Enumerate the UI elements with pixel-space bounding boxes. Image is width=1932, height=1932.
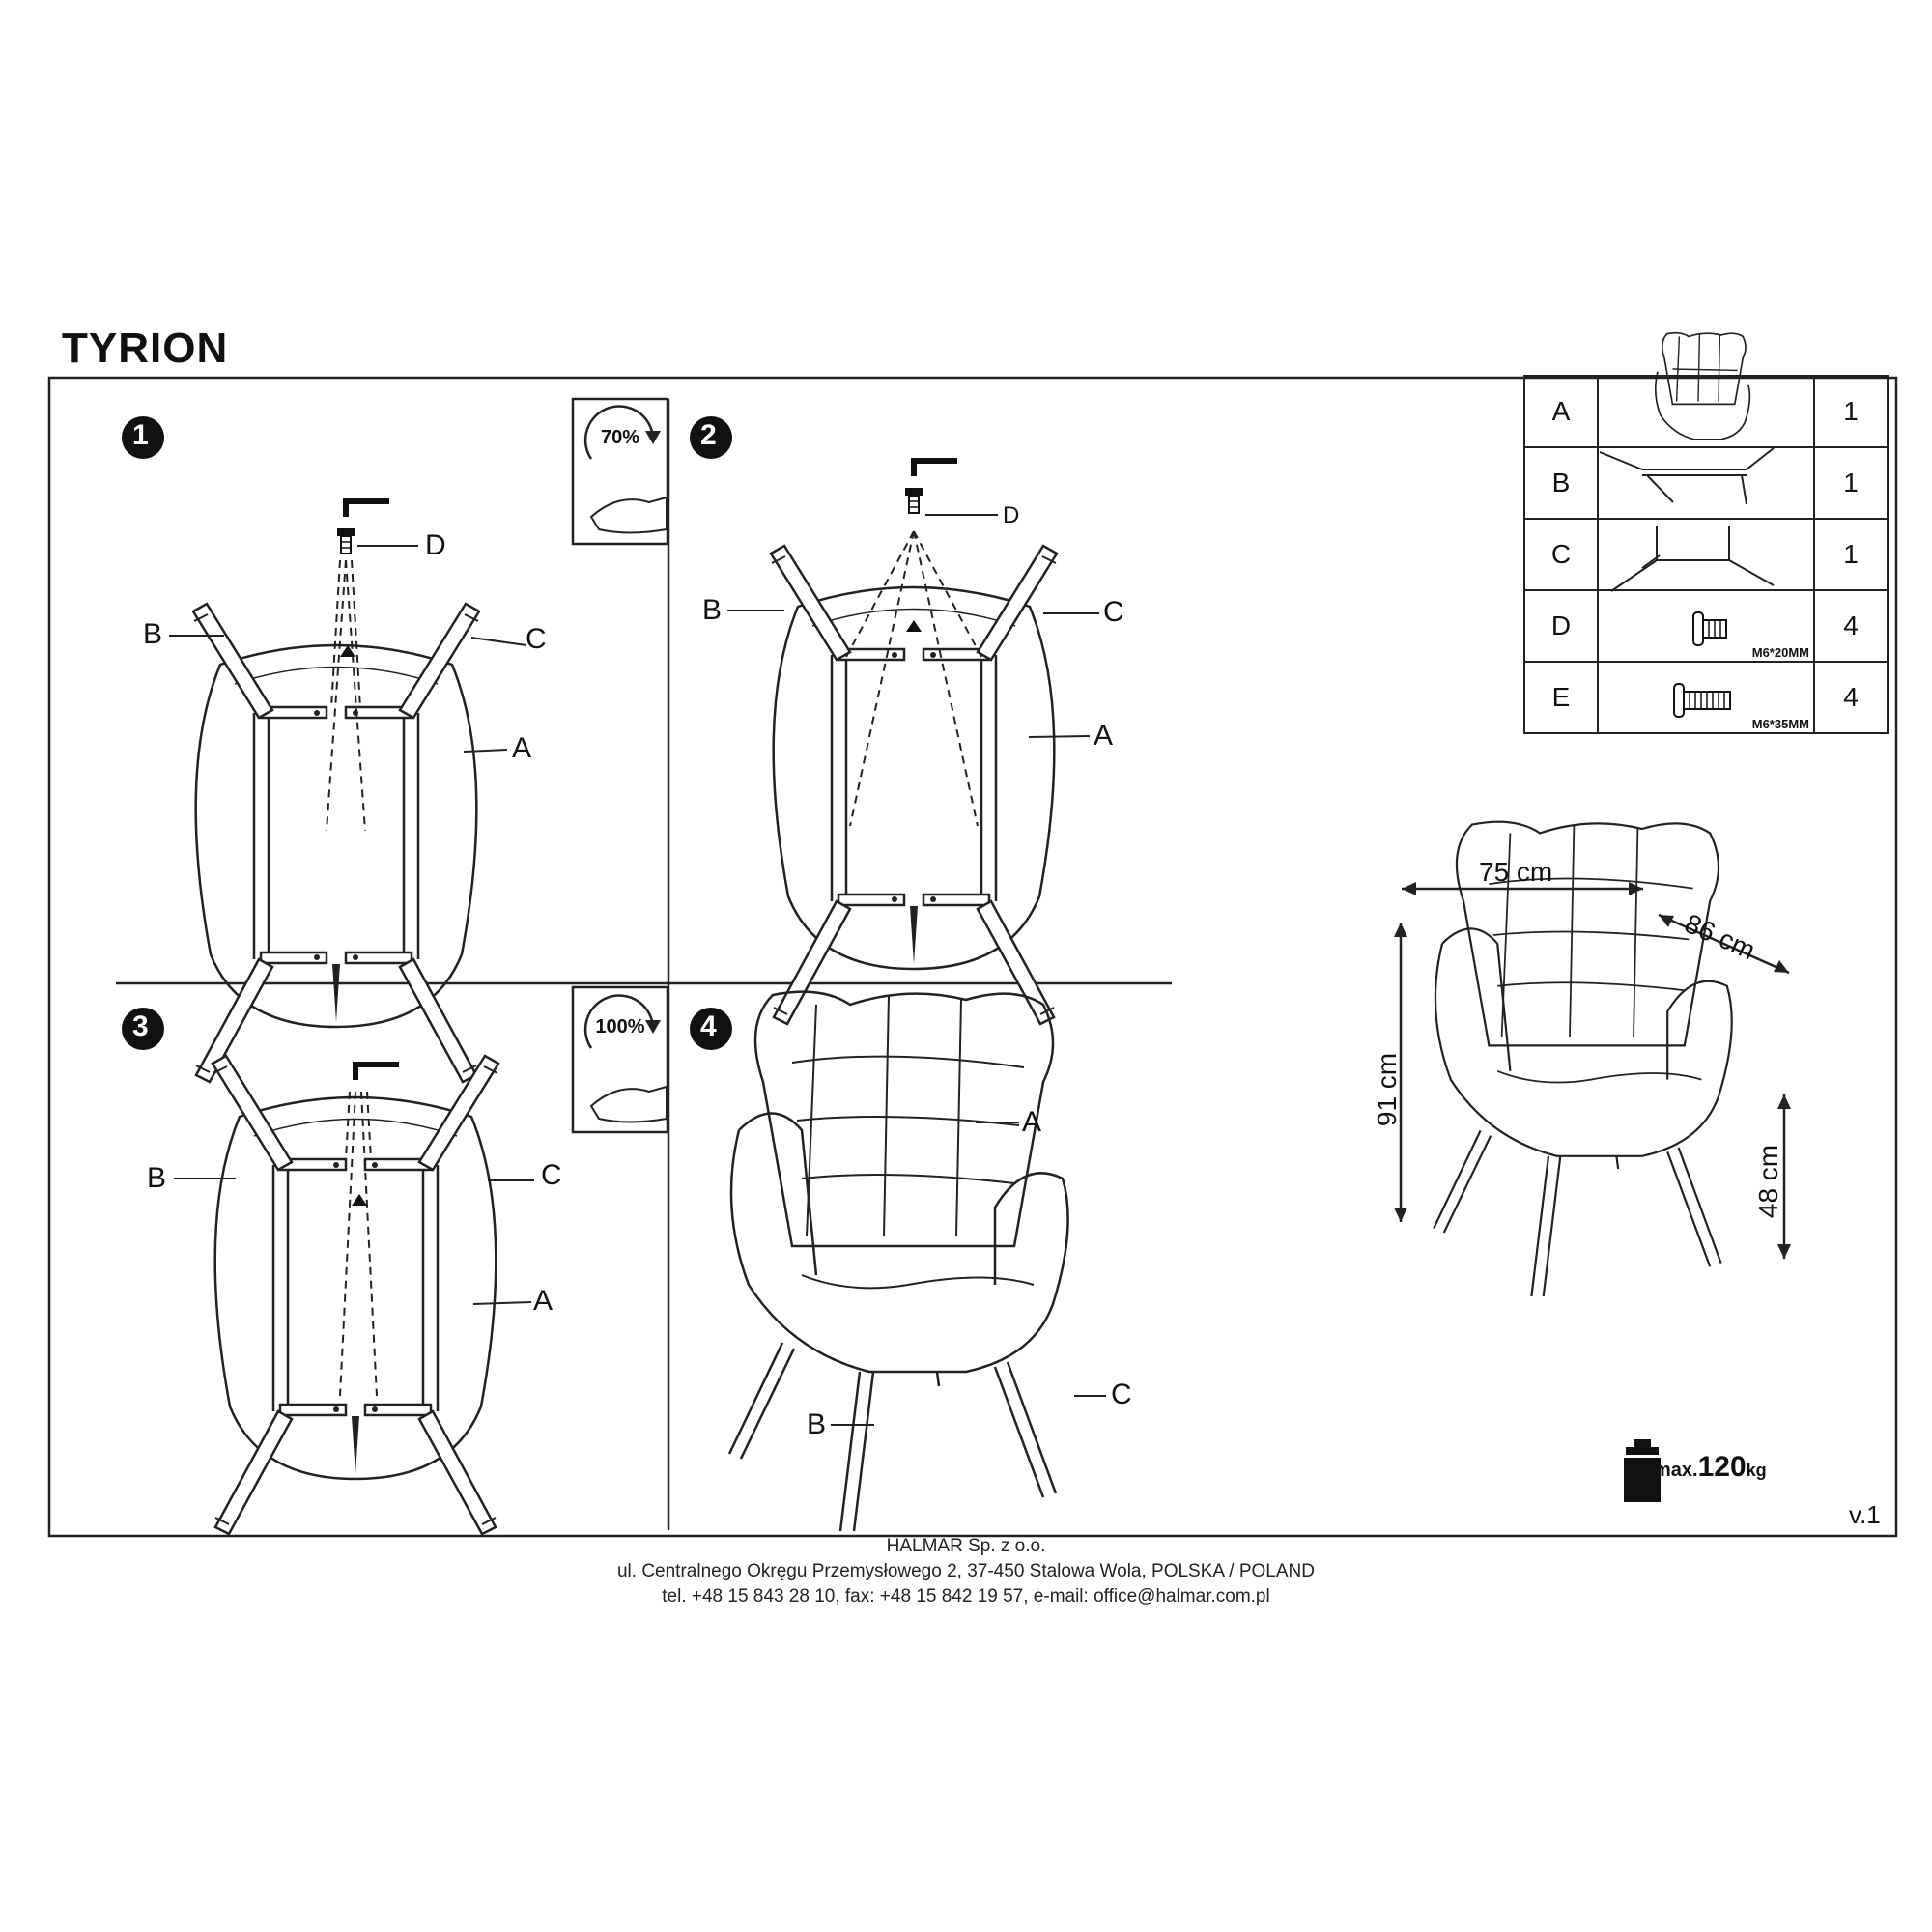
step-3-diagram <box>174 1054 534 1536</box>
step-3-number: 3 <box>132 1010 149 1042</box>
max-load-value: 120 <box>1697 1451 1747 1483</box>
parts-table: A 1 B 1 C 1 D M6*20MM 4 E M6*35MM 4 <box>1523 375 1889 734</box>
part-quantity: 1 <box>1813 446 1889 520</box>
dimensions-diagram <box>1394 820 1791 1298</box>
max-load-unit: kg <box>1746 1461 1767 1480</box>
step-2-label-d: D <box>1003 502 1020 528</box>
part-image <box>1597 375 1815 448</box>
tighten-100-label: 100% <box>595 1016 645 1037</box>
step-4-label-a: A <box>1022 1106 1042 1138</box>
part-quantity: 4 <box>1813 589 1889 663</box>
step-2-badge <box>690 416 732 459</box>
step-4-diagram <box>727 990 1106 1533</box>
part-quantity: 1 <box>1813 518 1889 591</box>
part-image: M6*35MM <box>1597 661 1815 734</box>
parts-row: D M6*20MM 4 <box>1523 589 1889 663</box>
part-label: E <box>1523 661 1599 734</box>
step-2-number: 2 <box>700 419 717 451</box>
document-title: TYRION <box>62 325 229 372</box>
footer-contact: tel. +48 15 843 28 10, fax: +48 15 842 1… <box>662 1586 1270 1606</box>
step-2-diagram <box>727 461 1099 1026</box>
part-spec: M6*20MM <box>1751 645 1809 660</box>
step-1-diagram <box>169 501 527 1084</box>
part-image <box>1597 446 1815 520</box>
dimension-width: 75 cm <box>1479 857 1553 887</box>
dimension-height: 91 cm <box>1372 1052 1403 1127</box>
part-label: C <box>1523 518 1599 591</box>
parts-row: A 1 <box>1523 375 1889 448</box>
tighten-70-label: 70% <box>600 427 640 448</box>
part-image <box>1597 518 1815 591</box>
step-4-label-c: C <box>1111 1378 1132 1410</box>
footer-address: ul. Centralnego Okręgu Przemysłowego 2, … <box>616 1561 1315 1581</box>
step-3-badge <box>122 1008 164 1050</box>
step-3-label-c: C <box>541 1159 562 1191</box>
step-2-label-c: C <box>1103 596 1124 628</box>
tighten-70-box <box>571 397 669 546</box>
part-label: D <box>1523 589 1599 663</box>
footer-company: HALMAR Sp. z o.o. <box>886 1536 1046 1556</box>
step-1-label-d: D <box>425 529 446 561</box>
part-image: M6*20MM <box>1597 589 1815 663</box>
part-quantity: 1 <box>1813 375 1889 448</box>
step-2-label-b: B <box>702 594 723 626</box>
step-1-label-b: B <box>143 618 163 650</box>
part-spec: M6*35MM <box>1751 717 1809 731</box>
step-3-label-b: B <box>147 1162 167 1194</box>
step-1-label-a: A <box>512 732 532 764</box>
step-1-badge <box>122 416 164 459</box>
step-4-label-b: B <box>807 1408 827 1440</box>
step-4-badge <box>690 1008 732 1050</box>
weight-icon <box>1624 1439 1661 1502</box>
part-quantity: 4 <box>1813 661 1889 734</box>
dimension-seat-height: 48 cm <box>1753 1144 1784 1219</box>
step-1-label-c: C <box>526 623 547 655</box>
main-frame <box>47 376 1898 1538</box>
step-2-label-a: A <box>1094 720 1114 752</box>
max-load: max.120kg <box>1654 1451 1767 1484</box>
step-4-number: 4 <box>700 1010 717 1042</box>
parts-row: E M6*35MM 4 <box>1523 661 1889 734</box>
version-label: v.1 <box>1849 1500 1881 1529</box>
parts-row: B 1 <box>1523 446 1889 520</box>
parts-row: C 1 <box>1523 518 1889 591</box>
part-label: A <box>1523 375 1599 448</box>
max-load-prefix: max. <box>1654 1460 1698 1481</box>
footer: HALMAR Sp. z o.o. ul. Centralnego Okręgu… <box>0 1534 1932 1609</box>
tighten-100-box <box>571 985 669 1134</box>
step-1-number: 1 <box>132 419 149 451</box>
step-3-label-a: A <box>533 1285 554 1317</box>
part-label: B <box>1523 446 1599 520</box>
